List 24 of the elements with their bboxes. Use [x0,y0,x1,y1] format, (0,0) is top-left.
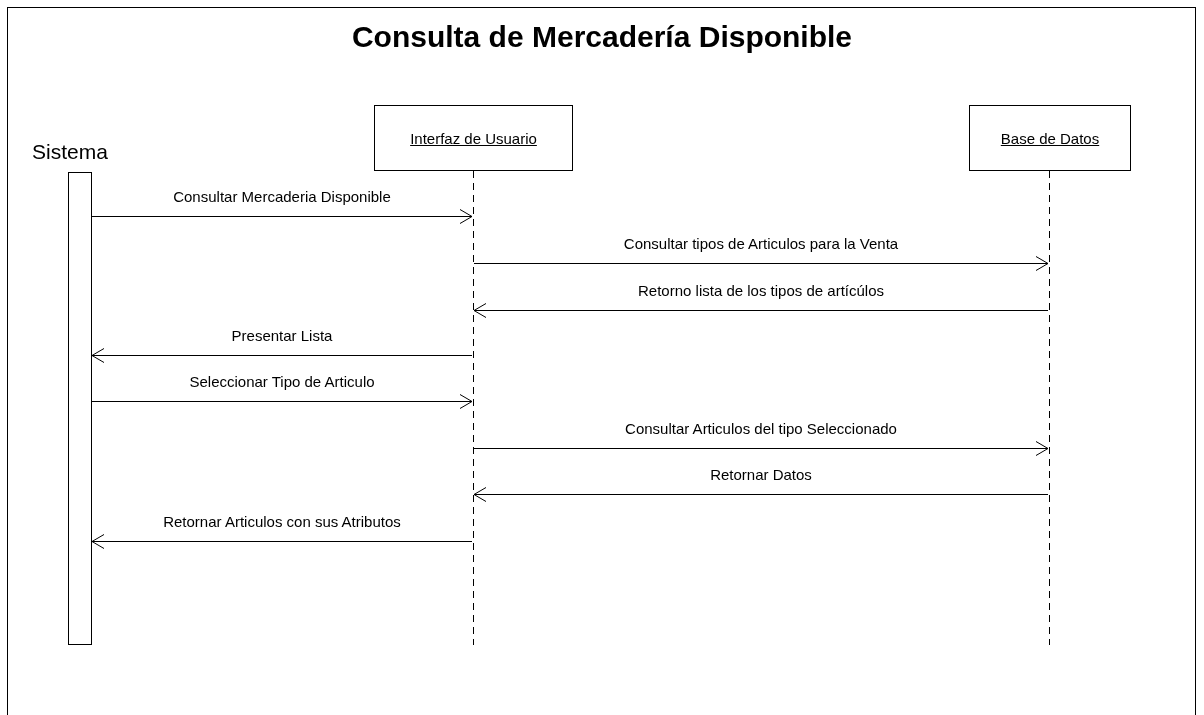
lifeline [472,171,474,645]
diagram-title: Consulta de Mercadería Disponible [350,20,854,54]
edge-label: Presentar Lista [229,327,335,344]
message-arrow [91,534,473,549]
message-arrow [91,209,473,224]
lifeline [1048,171,1050,645]
edge-label: Seleccionar Tipo de Articulo [187,373,377,390]
participant-name: Interfaz de Usuario [410,129,537,147]
message-arrow [473,441,1049,456]
lifeline-label: Sistema [32,140,108,164]
participant-box [374,105,573,171]
edge-label: Consultar Mercaderia Disponible [171,188,393,205]
message-arrow [473,256,1049,271]
edge-label: Retornar Articulos con sus Atributos [161,513,403,530]
edge-label: Retorno lista de los tipos de artícúlos [636,282,886,299]
message-arrow [91,348,473,363]
activation-bar [68,172,92,645]
edge-label: Consultar Articulos del tipo Seleccionado [623,420,899,437]
participant-box [969,105,1131,171]
message-arrow [473,303,1049,318]
edge-label: Consultar tipos de Articulos para la Venta [621,235,901,252]
participant-name: Base de Datos [1000,129,1100,147]
message-arrow [473,487,1049,502]
message-arrow [91,394,473,409]
